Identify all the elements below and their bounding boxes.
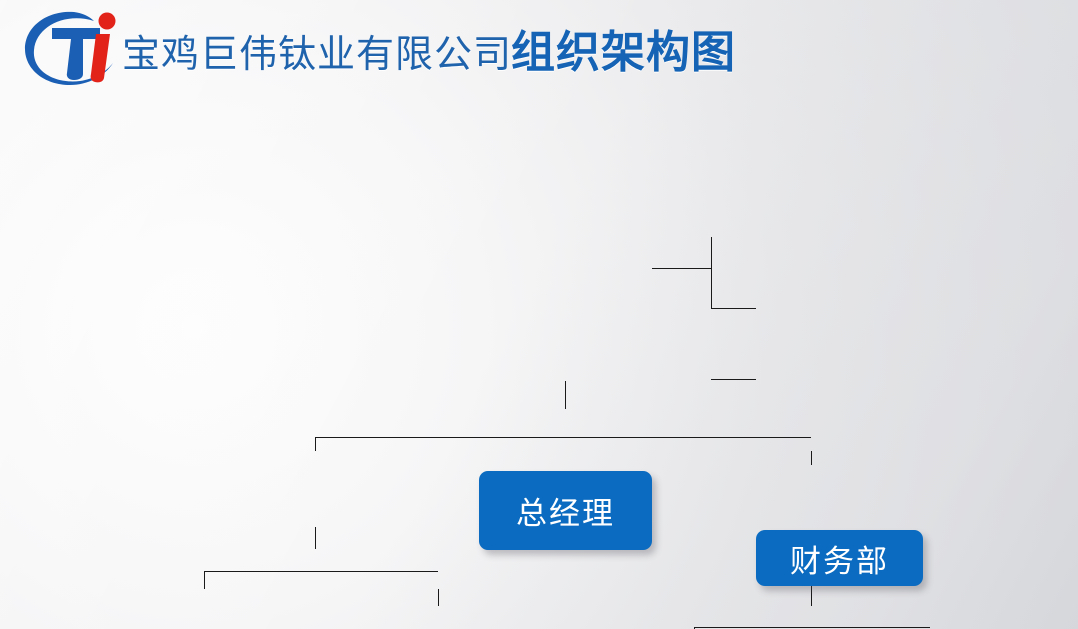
- connector-to-hr: [711, 379, 756, 380]
- node-finance-department[interactable]: 财务部: [756, 530, 923, 586]
- connector-sales-bus: [694, 627, 930, 628]
- node-finance-department-label: 财务部: [790, 543, 889, 579]
- connector-to-machining: [204, 572, 205, 589]
- connector-divisions-bus: [315, 437, 811, 438]
- connector-down-to-sales: [811, 451, 812, 465]
- title-main-text: 组织架构图: [511, 28, 737, 77]
- company-logo-icon: [22, 8, 130, 88]
- node-general-manager[interactable]: 总经理: [479, 471, 652, 550]
- connector-sales-down: [811, 585, 812, 606]
- connector-root-down: [565, 381, 566, 409]
- slide-header: 宝鸡巨伟钛业有限公司 组织架构图: [0, 0, 1078, 98]
- connector-to-qc: [438, 589, 439, 606]
- node-general-manager-label: 总经理: [516, 496, 615, 531]
- connector-to-finance: [711, 308, 756, 309]
- connector-down-to-production: [315, 438, 316, 451]
- title-company-name: 宝鸡巨伟钛业有限公司: [122, 34, 513, 76]
- slide-title: 宝鸡巨伟钛业有限公司 组织架构图: [122, 16, 736, 80]
- connector-staff-vertical: [711, 237, 712, 308]
- connector-production-bus: [204, 571, 438, 572]
- connector-production-down: [315, 527, 316, 549]
- connector-root-to-staff-stem: [652, 268, 711, 269]
